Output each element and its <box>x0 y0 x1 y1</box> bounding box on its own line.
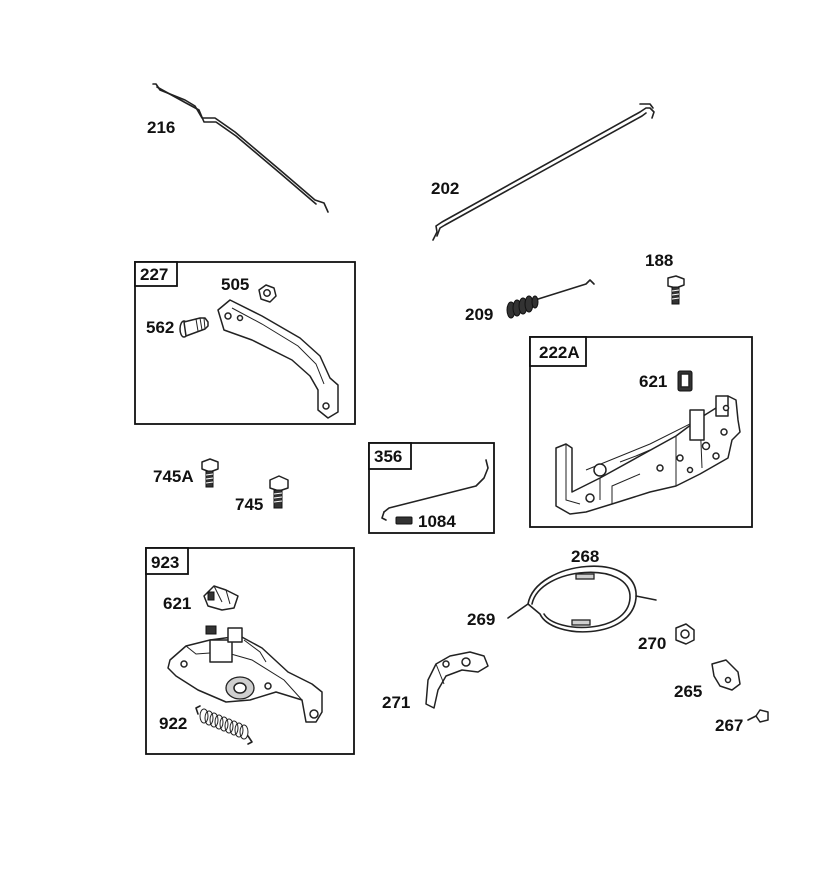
nut-270 <box>675 623 695 645</box>
part-number-216: 216 <box>147 118 175 137</box>
part-number-1084: 1084 <box>418 512 456 531</box>
part-number-267: 267 <box>715 716 743 735</box>
part-number-188: 188 <box>645 251 673 270</box>
clip-621-box923 <box>203 585 239 611</box>
box-label-923: 923 <box>151 553 179 572</box>
part-number-209: 209 <box>465 305 493 324</box>
control-bracket-assembly <box>555 395 741 515</box>
part-number-922: 922 <box>159 714 187 733</box>
bolt-745a <box>201 458 219 488</box>
clip-621 <box>677 370 693 392</box>
part-number-745: 745 <box>235 495 263 514</box>
part-number-269: 269 <box>467 610 495 629</box>
box-227-tag <box>134 261 178 287</box>
part-number-621-upper: 621 <box>639 372 667 391</box>
control-cable-268 <box>507 565 657 633</box>
part-number-621-lower: 621 <box>163 594 191 613</box>
box-label-227: 227 <box>140 265 168 284</box>
box-227-frame <box>134 261 356 425</box>
box-222a-frame <box>529 336 753 528</box>
spring-link-209 <box>506 279 595 319</box>
part-number-745a: 745A <box>153 467 194 486</box>
box-label-356: 356 <box>374 447 402 466</box>
box-222a-tag <box>529 336 587 367</box>
choke-link-356 <box>381 459 489 521</box>
governor-link-rod-216 <box>152 83 329 213</box>
spring-922 <box>195 705 253 745</box>
cable-bracket-271 <box>425 651 489 709</box>
box-356-tag <box>368 442 412 470</box>
throttle-lever-arm <box>217 299 339 419</box>
part-number-505: 505 <box>221 275 249 294</box>
part-number-268: 268 <box>571 547 599 566</box>
screw-267 <box>747 709 769 723</box>
box-923-tag <box>145 547 189 575</box>
box-356-frame <box>368 442 495 534</box>
part-number-271: 271 <box>382 693 410 712</box>
bolt-188 <box>667 275 685 305</box>
box-label-222a: 222A <box>539 343 580 362</box>
part-number-562: 562 <box>146 318 174 337</box>
box-923-frame <box>145 547 355 755</box>
nut-505 <box>258 284 277 303</box>
shoulder-bolt-562 <box>179 317 209 338</box>
link-rod-202 <box>432 103 655 241</box>
clip-1084 <box>395 516 413 525</box>
cable-clamp-265 <box>711 659 741 691</box>
part-number-265: 265 <box>674 682 702 701</box>
control-plate-assembly <box>167 625 323 723</box>
part-number-270: 270 <box>638 634 666 653</box>
part-number-202: 202 <box>431 179 459 198</box>
bolt-745 <box>269 475 289 509</box>
